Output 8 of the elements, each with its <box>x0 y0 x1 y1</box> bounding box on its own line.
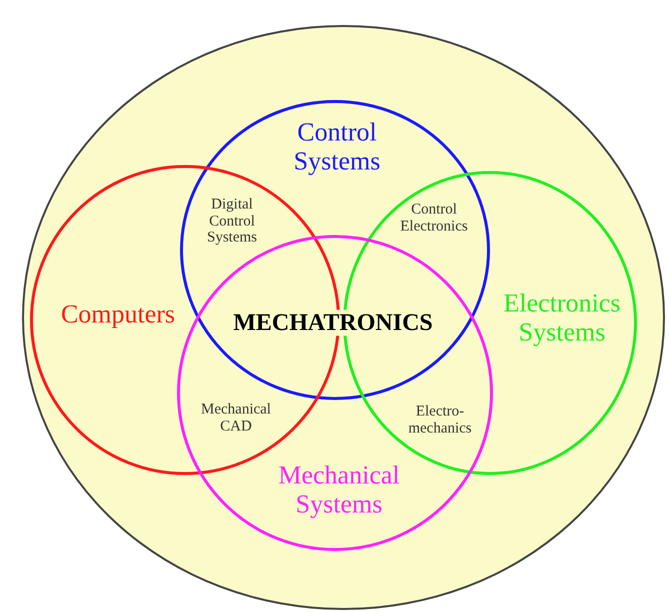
circle-title: Control Systems <box>292 118 382 176</box>
circle-title: Electronics Systems <box>502 289 622 347</box>
circle-title: Computers <box>60 300 176 330</box>
circle-title: Mechanical Systems <box>277 461 401 519</box>
overlap-label: Control Electronics <box>399 202 469 234</box>
overlap-label: Electro-mechanics <box>407 404 473 436</box>
overlap-label: Mechanical CAD <box>200 402 272 434</box>
overlap-label: Digital Control Systems <box>206 196 258 246</box>
